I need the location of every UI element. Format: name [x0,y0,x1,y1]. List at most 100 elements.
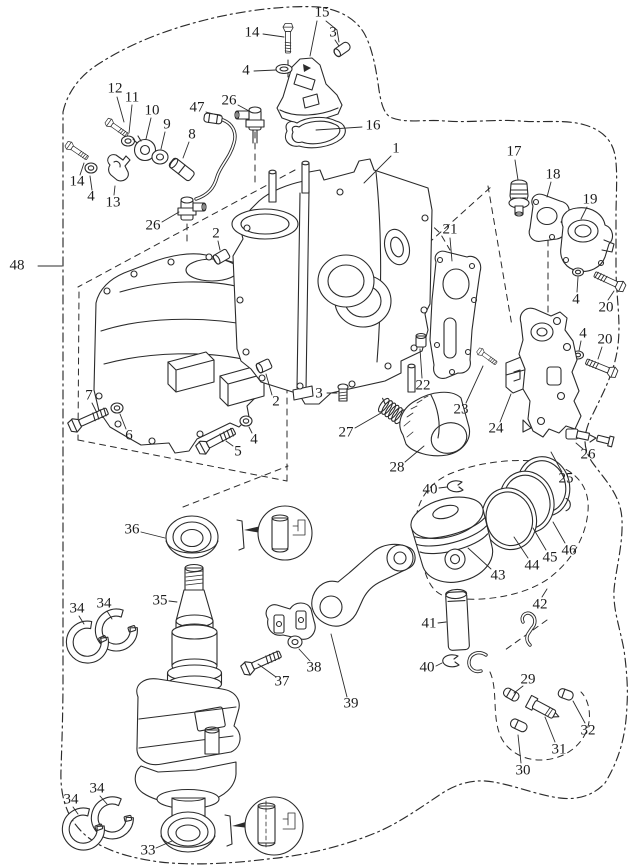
gasket-16-drawing [284,116,346,149]
part-number-4: 4 [250,431,258,447]
bolt-14-left-drawing [63,139,91,163]
callout-leader-35 [168,600,178,603]
retainer-13-drawing [107,154,131,182]
part-number-23: 23 [454,401,469,417]
callout-leader-9 [160,131,166,150]
washer-4-top-drawing [275,63,293,75]
part-number-2: 2 [272,393,280,409]
callout-leader-18 [546,181,552,198]
callout-leader-44 [513,536,529,559]
callout-leader-19 [580,206,588,220]
callout-leader-26 [237,104,250,112]
callout-leader-1 [363,155,392,184]
circlip-40-lower-drawing [442,654,460,668]
callout-leader-34 [78,615,85,625]
callout-leader-47 [205,111,222,117]
part-number-4: 4 [572,291,580,307]
part-number-12: 12 [108,80,123,96]
callout-leader-13 [113,185,116,196]
part-number-6: 6 [125,427,133,443]
callout-leader-4 [89,175,93,191]
callout-leader-14 [262,33,285,38]
pin-8-drawing [168,157,195,182]
part-number-27: 27 [339,424,355,440]
callout-leader-4 [253,69,277,72]
hose-47-drawing [194,118,237,201]
part-number-39: 39 [344,695,359,711]
bolt-12-drawing [103,116,131,140]
part-number-47: 47 [190,99,206,115]
part-number-34: 34 [97,595,113,611]
part-number-43: 43 [491,567,506,583]
callout-leader-31 [544,716,556,743]
part-number-45: 45 [543,549,558,565]
oil-pump-cover-25-drawing [518,307,582,438]
part-number-11: 11 [125,89,139,105]
callout-leader-11 [128,104,133,134]
callout-leader-42 [541,588,548,598]
part-number-35: 35 [153,592,168,608]
callout-leader-2 [265,373,273,396]
part-number-13: 13 [106,194,121,210]
part-number-16: 16 [366,117,382,133]
part-number-22: 22 [416,377,431,393]
callout-leader-32 [572,700,586,724]
callout-leader-45 [532,527,547,551]
oil-filter-28-drawing [399,391,471,457]
callout-leader-25 [550,451,563,473]
callout-leader-40 [438,486,448,489]
part-number-26: 26 [581,446,597,462]
bolt-20-lower-drawing [583,355,620,380]
thermostat-17-drawing [508,179,530,217]
part-number-29: 29 [521,671,536,687]
bolt-23-drawing [475,346,499,367]
part-number-25: 25 [559,470,574,486]
callout-leader-15 [325,20,340,43]
oil-seal-33-drawing [160,811,216,853]
callout-leader-26 [161,211,180,223]
dowel-22-drawing [415,332,427,348]
part-number-20: 20 [599,299,614,315]
part-number-28: 28 [390,459,405,475]
callout-leader-34 [99,795,108,805]
part-number-46: 46 [562,542,578,558]
seal-detail-inset-bottom [224,796,304,856]
bolt-7-drawing [66,404,111,435]
thermostat-cover-19-drawing [560,207,615,272]
callout-leader-12 [116,96,125,123]
washer-4-left-drawing [84,162,98,174]
part-number-26: 26 [222,92,238,108]
bushing-9-drawing [151,149,169,165]
callout-leader-10 [145,117,152,140]
dowel-2-mid-drawing [255,358,273,374]
part-number-4: 4 [579,325,587,341]
callout-leader-24 [499,393,512,423]
part-number-44: 44 [525,557,541,573]
part-number-20: 20 [598,331,613,347]
part-number-42: 42 [533,596,548,612]
part-number-2: 2 [212,225,220,241]
callout-leader-26 [575,442,584,450]
breather-cover-drawing [276,57,343,125]
part-number-48: 48 [10,257,25,273]
callout-leader-43 [467,547,492,570]
part-number-21: 21 [443,221,458,237]
callout-leader-15 [309,20,318,57]
part-number-33: 33 [141,842,156,858]
callout-leader-39 [330,633,348,698]
fitting-26-right-drawing [565,428,615,448]
callout-leader-4 [248,426,253,434]
callout-leader-4 [578,340,582,352]
callout-leader-3 [334,39,340,47]
callout-leader-36 [140,531,166,539]
part-number-32: 32 [581,722,596,738]
part-number-34: 34 [64,791,80,807]
callout-leader-41 [437,621,447,624]
part-number-24: 24 [489,420,505,436]
part-number-3: 3 [329,24,337,40]
callout-leader-33 [155,840,173,849]
callout-leader-20 [607,290,615,301]
part-number-4: 4 [87,188,95,204]
